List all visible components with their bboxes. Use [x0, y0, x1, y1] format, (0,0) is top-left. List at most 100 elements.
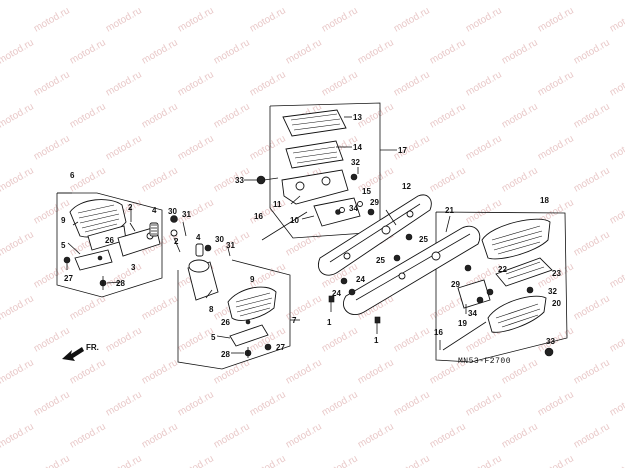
group-frames [56, 102, 568, 370]
watermark-text: motod.ru [464, 69, 504, 98]
callout-19: 19 [458, 319, 467, 328]
watermark-text: motod.ru [68, 101, 108, 130]
watermark-text: motod.ru [356, 101, 396, 130]
callout-32: 32 [351, 158, 360, 167]
watermark-text: motod.ru [572, 101, 612, 130]
callout-28: 28 [116, 279, 125, 288]
callout-5b: 5 [211, 333, 216, 342]
watermark-text: motod.ru [356, 421, 396, 450]
callout-3: 3 [131, 263, 136, 272]
callout-9b: 9 [250, 275, 255, 284]
callout-16b: 16 [434, 328, 443, 337]
watermark-text: motod.ru [464, 453, 504, 468]
watermark-text: motod.ru [248, 389, 288, 418]
watermark-text: motod.ru [428, 0, 468, 3]
callout-4b: 4 [196, 233, 201, 242]
watermark-text: motod.ru [428, 37, 468, 66]
callout-30b: 30 [215, 235, 224, 244]
callout-26b: 26 [221, 318, 230, 327]
callout-6: 6 [70, 171, 75, 180]
watermark-text: motod.ru [500, 421, 540, 450]
callout-4: 4 [152, 206, 157, 215]
direction-label: FR. [86, 343, 99, 352]
step-bracket-assembly [256, 109, 375, 241]
watermark-text: motod.ru [500, 165, 540, 194]
callout-13: 13 [353, 113, 362, 122]
callout-30: 30 [168, 207, 177, 216]
callout-27: 27 [64, 274, 73, 283]
watermark-text: motod.ru [104, 453, 144, 468]
watermark-text: motod.ru [176, 325, 216, 354]
watermark-text: motod.ru [140, 421, 180, 450]
watermark-text: motod.ru [248, 69, 288, 98]
callout-27b: 27 [276, 343, 285, 352]
passenger-step-assembly [442, 218, 554, 357]
watermark-text: motod.ru [0, 421, 36, 450]
callout-8: 8 [209, 305, 214, 314]
side-rails [318, 194, 481, 334]
callout-21: 21 [445, 206, 454, 215]
watermark-text: motod.ru [104, 5, 144, 34]
watermark-text: motod.ru [0, 165, 36, 194]
watermark-text: motod.ru [32, 389, 72, 418]
watermark-text: motod.ru [140, 101, 180, 130]
watermark-text: motod.ru [0, 0, 36, 3]
watermark-text: motod.ru [176, 389, 216, 418]
watermark-text: motod.ru [176, 133, 216, 162]
watermark-text: motod.ru [104, 69, 144, 98]
callout-24: 24 [356, 275, 365, 284]
callout-29b: 29 [451, 280, 460, 289]
watermark-text: motod.ru [356, 37, 396, 66]
callout-34b: 34 [468, 309, 477, 318]
watermark-text: motod.ru [500, 0, 540, 3]
watermark-text: motod.ru [320, 389, 360, 418]
watermark-text: motod.ru [320, 453, 360, 468]
watermark-text: motod.ru [104, 389, 144, 418]
watermark-text: motod.ru [428, 101, 468, 130]
watermark-text: motod.ru [572, 0, 612, 3]
callout-22: 22 [498, 265, 507, 274]
callout-16: 16 [254, 212, 263, 221]
watermark-text: motod.ru [140, 0, 180, 3]
callout-31: 31 [182, 210, 191, 219]
callout-28b: 28 [221, 350, 230, 359]
front-direction-arrow [62, 347, 84, 361]
watermark-text: motod.ru [320, 69, 360, 98]
watermark-text: motod.ru [536, 325, 576, 354]
callout-1: 1 [327, 318, 332, 327]
watermark-text: motod.ru [32, 325, 72, 354]
watermark-text: motod.ru [284, 357, 324, 386]
watermark-text: motod.ru [140, 293, 180, 322]
watermark-text: motod.ru [572, 229, 612, 258]
left-footpeg-assembly [63, 199, 161, 290]
watermark-text: motod.ru [608, 197, 625, 226]
watermark-text: motod.ru [212, 421, 252, 450]
callout-14: 14 [353, 143, 362, 152]
watermark-text: motod.ru [500, 37, 540, 66]
watermark-text: motod.ru [536, 389, 576, 418]
watermark-text: motod.ru [32, 5, 72, 34]
watermark-text: motod.ru [140, 357, 180, 386]
callout-10: 10 [290, 216, 299, 225]
callout-32b: 32 [548, 287, 557, 296]
callout-24b: 24 [332, 289, 341, 298]
callout-34: 34 [349, 204, 358, 213]
watermark-text: motod.ru [68, 37, 108, 66]
watermark-text: motod.ru [392, 389, 432, 418]
watermark-text: motod.ru [392, 325, 432, 354]
watermark-text: motod.ru [572, 293, 612, 322]
watermark-text: motod.ru [464, 5, 504, 34]
watermark-text: motod.ru [176, 69, 216, 98]
callout-12: 12 [402, 182, 411, 191]
watermark-text: motod.ru [356, 0, 396, 3]
callout-17: 17 [398, 146, 407, 155]
callout-18: 18 [540, 196, 549, 205]
watermark-text: motod.ru [428, 165, 468, 194]
watermark-text: motod.ru [0, 293, 36, 322]
watermark-text: motod.ru [392, 5, 432, 34]
watermark-text: motod.ru [428, 421, 468, 450]
watermark-text: motod.ru [500, 101, 540, 130]
watermark-text: motod.ru [572, 357, 612, 386]
